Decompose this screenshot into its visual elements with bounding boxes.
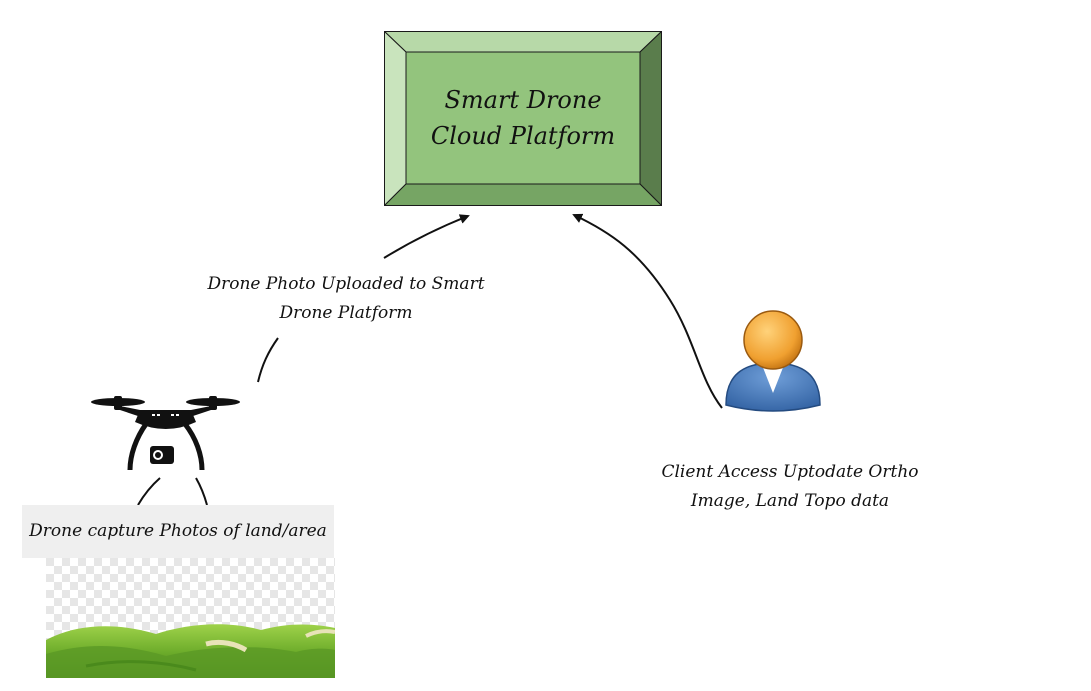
- capture-connector-right-top: [195, 477, 208, 506]
- platform-node-box[interactable]: [384, 31, 662, 206]
- capture-edge-label: Drone capture Photos of land/area: [22, 505, 334, 558]
- platform-node-label: Smart Drone Cloud Platform: [430, 86, 616, 150]
- drone-icon: [91, 396, 240, 471]
- upload-connector-lower: [257, 337, 279, 383]
- upload-edge-label: Drone Photo Uploaded to Smart Drone Plat…: [207, 274, 485, 323]
- land-icon: [46, 558, 335, 678]
- upload-connector-upper: [383, 214, 470, 259]
- client-edge-label: Client Access Uptodate Ortho Image, Land…: [661, 462, 919, 511]
- capture-connector-left-top: [137, 477, 161, 506]
- user-icon: [725, 310, 821, 412]
- client-connector: [572, 213, 723, 409]
